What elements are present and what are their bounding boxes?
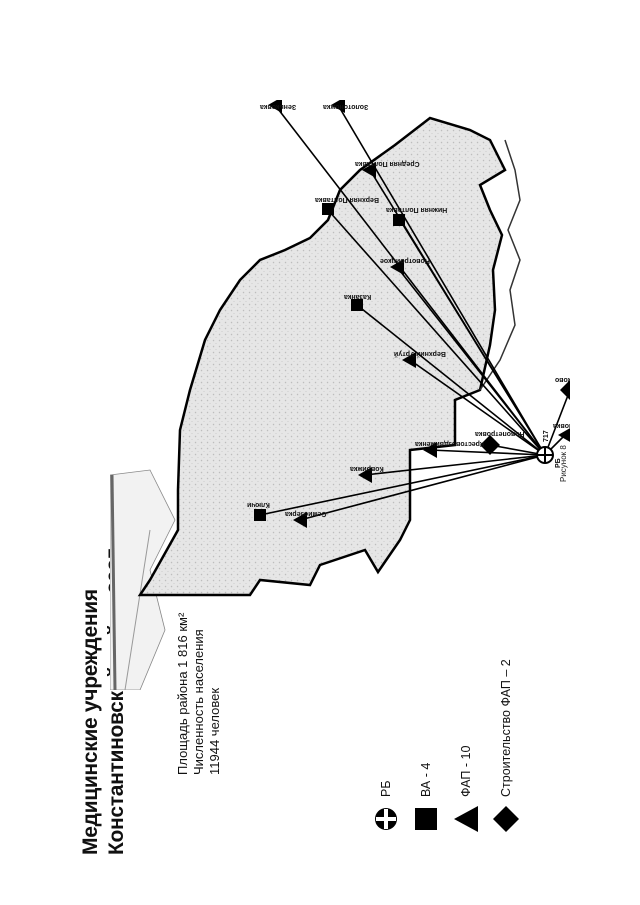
fap-triangle xyxy=(423,442,437,458)
neighbour-road xyxy=(124,529,151,690)
va-square xyxy=(351,299,363,311)
legend-label: РБ xyxy=(379,780,393,797)
settlement-label: Коврижка xyxy=(350,465,384,472)
legend-label: ФАП - 10 xyxy=(459,745,473,797)
va-square xyxy=(322,203,334,215)
fap-triangle xyxy=(362,162,376,178)
center-code: 717 xyxy=(543,430,550,442)
legend-item-fap: ФАП - 10 xyxy=(452,746,480,833)
settlement-label: Нижняя Полтавка xyxy=(386,206,447,213)
settlement-label: Новотроицкое xyxy=(380,257,430,264)
legend-label: ВА - 4 xyxy=(419,762,433,797)
settlement-label: Зеньковка xyxy=(260,103,296,110)
settlement-label: Верхний Уртуй xyxy=(394,350,446,358)
settlement-label: Орловка xyxy=(553,422,570,429)
fap-triangle xyxy=(268,100,282,113)
settlement-label: Ключи xyxy=(247,501,270,508)
cross-circle-icon xyxy=(375,808,397,830)
neighbour-road xyxy=(110,474,117,690)
center-label: РБ xyxy=(555,458,562,468)
settlement-label: Средняя Полтавка xyxy=(355,160,420,167)
connection-lines xyxy=(259,104,570,521)
settlement-label: Золотоножка xyxy=(323,103,368,110)
diamond-construction xyxy=(560,380,570,400)
legend-item-va: ВА - 4 xyxy=(412,763,440,833)
legend-item-rb: РБ xyxy=(372,780,400,833)
diamond-icon xyxy=(493,806,519,832)
settlement-label: Семиозерка xyxy=(285,510,327,517)
fap-triangle xyxy=(402,352,416,368)
district-map: РБ 717 Рисунок 8 Зеньковка ЗолотоножкаВер… xyxy=(110,100,570,690)
settlement-label: Войково xyxy=(555,376,570,384)
settlement-markers xyxy=(254,100,570,528)
diamond-construction xyxy=(480,435,500,455)
fap-triangle xyxy=(358,467,372,483)
va-square xyxy=(254,509,266,521)
fap-triangle xyxy=(293,512,307,528)
settlement-label: Казанка xyxy=(344,293,371,300)
title-line-1: Медицинские учреждения xyxy=(79,589,102,855)
settlement-label: Крестовоздвиженка xyxy=(415,440,484,447)
fap-triangle xyxy=(558,427,570,443)
district-hospital-marker xyxy=(536,446,554,464)
va-square xyxy=(393,214,405,226)
fap-triangle xyxy=(390,259,404,275)
square-icon xyxy=(415,808,437,830)
legend-item-fap-construction: Строительство ФАП – 2 xyxy=(492,659,520,833)
triangle-icon xyxy=(454,806,478,832)
settlement-label: Верхняя Полтавка xyxy=(315,196,379,203)
settlement-label: Новопетровка xyxy=(475,430,525,437)
fap-triangle xyxy=(331,100,345,113)
district-boundary xyxy=(137,116,507,597)
figure-caption: Рисунок 8 xyxy=(559,445,568,482)
river xyxy=(479,139,521,391)
